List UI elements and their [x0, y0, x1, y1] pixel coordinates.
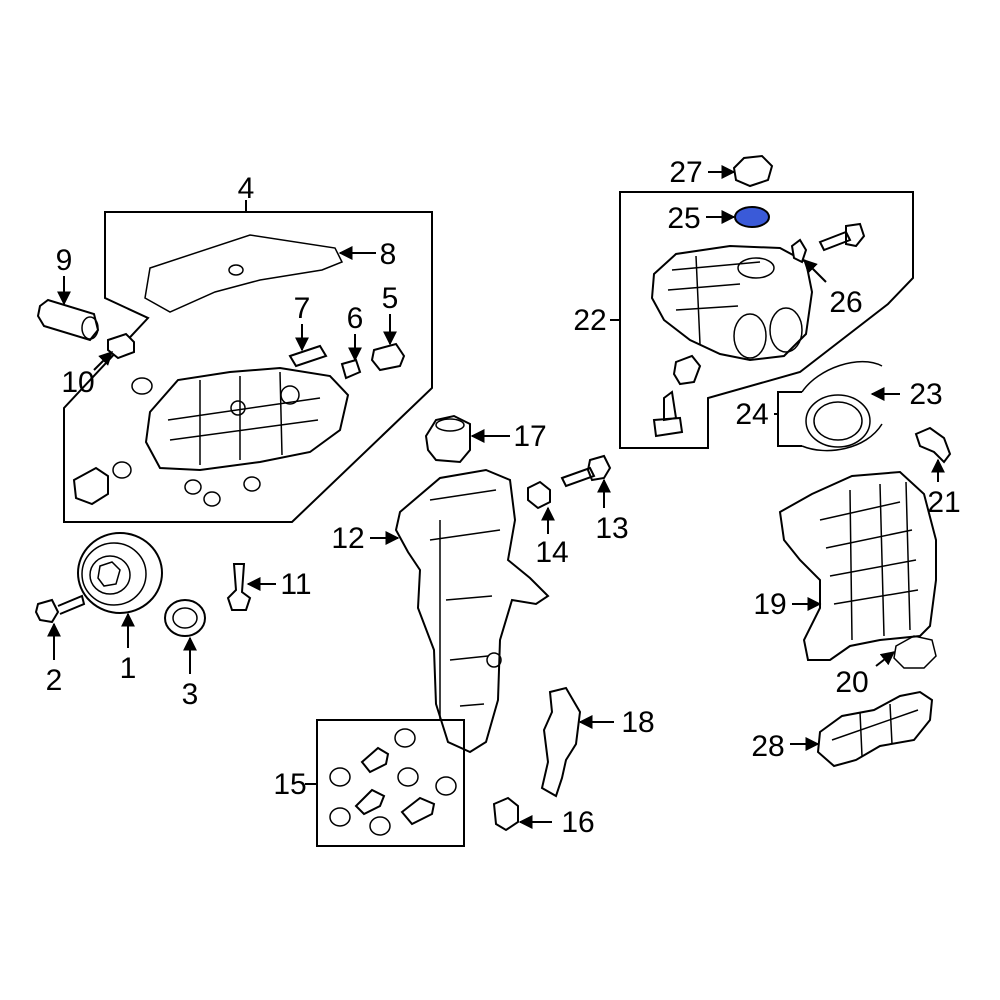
callout-3[interactable]: 3 — [182, 678, 199, 711]
clamp-part-24-lower[interactable] — [801, 423, 883, 452]
rail-part-28[interactable] — [816, 690, 934, 768]
group-frame-4 — [63, 211, 433, 523]
cover-port-2 — [230, 400, 246, 416]
callout-18[interactable]: 18 — [621, 706, 654, 739]
gasket-part-20[interactable] — [893, 635, 937, 669]
rail-detail — [831, 703, 919, 757]
callout-14[interactable]: 14 — [535, 536, 568, 569]
callout-20[interactable]: 20 — [835, 666, 868, 699]
sleeve-part-10[interactable] — [107, 332, 135, 360]
callout-27[interactable]: 27 — [669, 156, 702, 189]
housing-ribs — [667, 255, 761, 345]
o-ring-cover-a — [131, 377, 153, 395]
kit-o-ring-f — [369, 816, 391, 836]
callout-23[interactable]: 23 — [909, 378, 942, 411]
kit-fitting-b — [354, 788, 386, 816]
callout-6[interactable]: 6 — [347, 302, 364, 335]
callout-1[interactable]: 1 — [120, 652, 137, 685]
callout-2[interactable]: 2 — [46, 664, 63, 697]
group-frame-22 — [619, 191, 914, 449]
clamp-part-24-upper[interactable] — [801, 361, 883, 393]
mount-17-top — [435, 418, 465, 432]
leader-10 — [93, 351, 113, 371]
manifold-part-19[interactable] — [778, 470, 937, 661]
callout-22[interactable]: 22 — [573, 304, 606, 337]
kit-fitting-c — [400, 796, 436, 826]
callout-21[interactable]: 21 — [927, 486, 960, 519]
kit-o-ring-b — [329, 767, 351, 787]
housing-neck — [737, 257, 775, 279]
kit-o-ring-a — [394, 728, 416, 748]
callout-9[interactable]: 9 — [56, 244, 73, 277]
housing-lower-bolt — [652, 390, 684, 438]
sensor-part-27[interactable] — [732, 154, 774, 188]
callout-25[interactable]: 25 — [667, 202, 700, 235]
callout-19[interactable]: 19 — [753, 588, 786, 621]
bushing-part-5[interactable] — [370, 342, 406, 372]
housing-outlet-a — [733, 313, 767, 359]
bracket-part-21[interactable] — [914, 426, 952, 464]
callout-24[interactable]: 24 — [735, 398, 768, 431]
housing-outlet-b — [769, 307, 803, 353]
head-cover-part[interactable] — [144, 366, 350, 472]
filter-part-9[interactable] — [36, 298, 100, 342]
callout-7[interactable]: 7 — [294, 292, 311, 325]
leader-26 — [803, 259, 827, 283]
plug-part-16[interactable] — [492, 796, 519, 832]
seal-part-3[interactable] — [164, 599, 206, 637]
plug-part-14[interactable] — [527, 480, 551, 510]
bracket-part-18[interactable] — [540, 686, 582, 798]
o-ring-cover-d — [203, 491, 221, 507]
o-ring-cover-b — [112, 461, 132, 479]
callout-11[interactable]: 11 — [280, 568, 311, 601]
callout-5[interactable]: 5 — [382, 282, 399, 315]
kit-o-ring-d — [435, 776, 457, 796]
callout-15[interactable]: 15 — [273, 768, 306, 801]
head-cover-detail — [167, 371, 321, 465]
housing-valve — [672, 354, 702, 386]
pulley-part-1[interactable] — [77, 532, 163, 614]
callout-10[interactable]: 10 — [61, 366, 94, 399]
callout-28[interactable]: 28 — [751, 730, 784, 763]
seal-part-25[interactable] — [734, 206, 770, 228]
callout-8[interactable]: 8 — [380, 238, 397, 271]
cover-port — [280, 385, 300, 405]
timing-cover-port — [486, 652, 502, 668]
callout-4[interactable]: 4 — [238, 172, 255, 205]
pin-part-7[interactable] — [288, 344, 328, 368]
timing-cover-part-12[interactable] — [394, 468, 550, 754]
filter-9-end — [81, 316, 99, 340]
gasket-part-23[interactable] — [805, 394, 871, 448]
leader-20 — [875, 651, 896, 667]
bolt-part-2[interactable] — [34, 594, 86, 624]
air-housing-part[interactable] — [650, 244, 814, 362]
valve-part-6[interactable] — [340, 358, 362, 380]
callout-26[interactable]: 26 — [829, 286, 862, 319]
o-ring-cover-e — [243, 476, 261, 492]
gasket-8-hole — [228, 264, 244, 276]
o-ring-cover-c — [184, 479, 202, 495]
callout-17[interactable]: 17 — [513, 420, 546, 453]
callout-13[interactable]: 13 — [595, 512, 628, 545]
leader-24-bracket — [774, 391, 802, 447]
gasket-part-8[interactable] — [144, 234, 344, 313]
gasket-23-inner — [813, 401, 863, 441]
bolt-part-13[interactable] — [560, 454, 612, 488]
cover-cap — [72, 466, 109, 506]
callout-16[interactable]: 16 — [561, 806, 594, 839]
clip-part-26[interactable] — [790, 238, 808, 264]
kit-fitting-a — [360, 746, 390, 774]
manifold-runners — [819, 481, 919, 641]
kit-o-ring-c — [397, 767, 419, 787]
callout-12[interactable]: 12 — [331, 522, 364, 555]
housing-bolt — [818, 222, 866, 252]
kit-o-ring-e — [329, 807, 351, 827]
pin-part-11[interactable] — [226, 563, 252, 611]
timing-cover-detail — [429, 489, 501, 720]
